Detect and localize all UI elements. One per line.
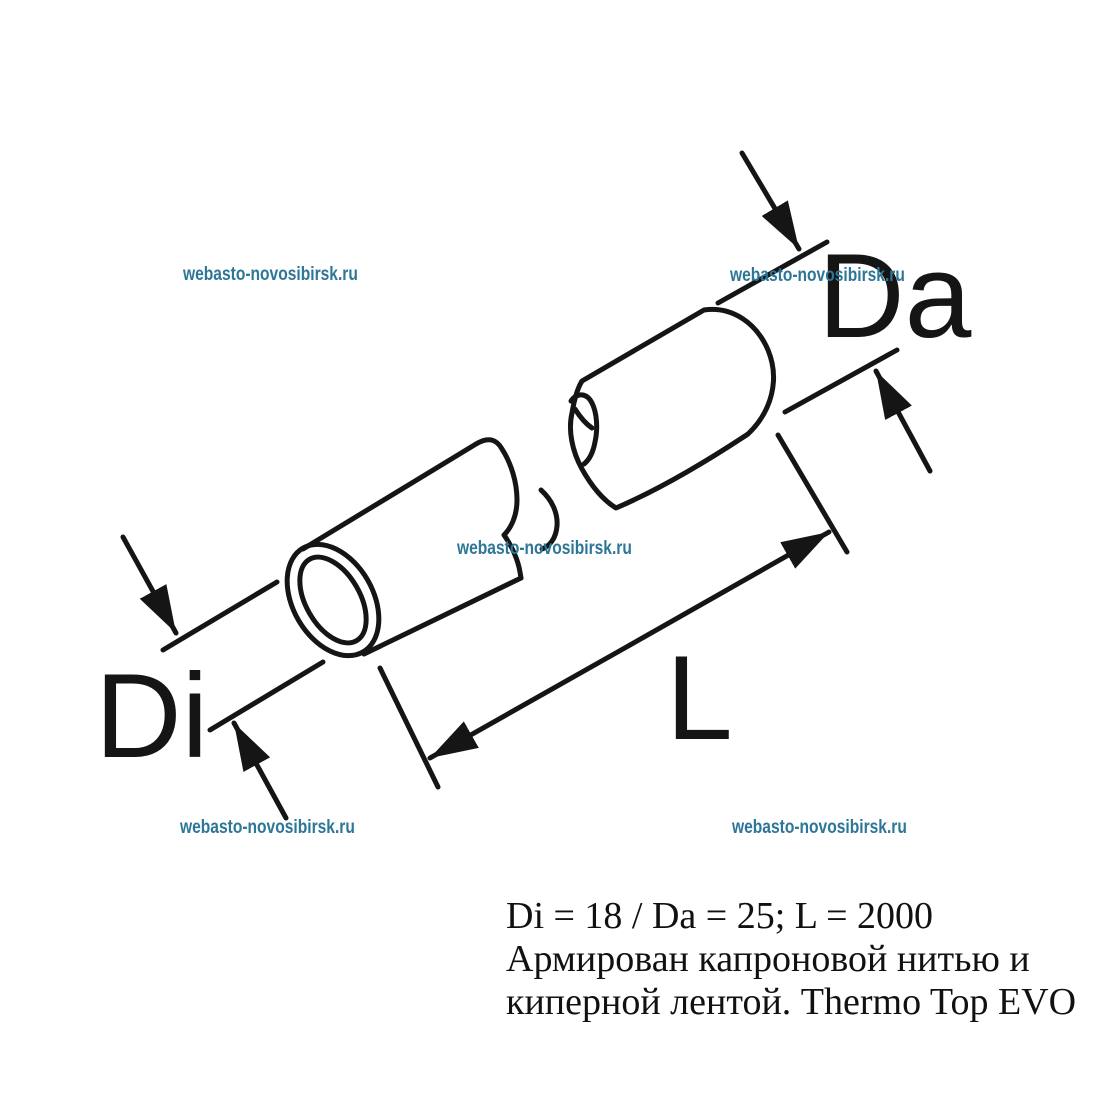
da-tick-lower [782,347,900,415]
hose-rear-section [567,306,777,511]
l-tick-left [377,665,441,790]
spec-line-dimensions: Di = 18 / Da = 25; L = 2000 [506,895,934,937]
di-arrow-upper [120,534,179,636]
spec-text-block: Di = 18 / Da = 25; L = 2000 Армирован ка… [506,895,1076,1024]
l-dim-line-left-half [427,642,633,761]
da-arrow-lower [873,368,933,474]
di-tick-lower [207,659,326,733]
hose-end-inner-ellipse [297,554,369,646]
spec-line-model: киперной лентой. Thermo Top EVO [506,981,1077,1023]
watermark-center: webasto-novosibirsk.ru [457,538,632,559]
watermark-bottom-right: webasto-novosibirsk.ru [732,817,907,838]
da-tick-upper [715,239,830,306]
hose-front-bottom-edge [361,575,524,657]
di-tick-upper [160,579,280,653]
l-dim-line-right-half [627,529,832,648]
dimension-outer-diameter [715,150,933,474]
dimension-inner-diameter [120,534,326,821]
watermark-top-left: webasto-novosibirsk.ru [183,264,358,285]
hose-rear-curl-inner-hook [572,406,595,431]
watermark-bottom-left: webasto-novosibirsk.ru [180,817,355,838]
label-length: L [666,631,733,765]
hose-end-outer-ellipse [284,541,382,659]
hose-break-flap [538,487,560,552]
watermark-top-right: webasto-novosibirsk.ru [730,265,905,286]
di-arrow-lower [231,720,289,821]
dimension-length [377,432,850,790]
spec-line-reinforcement: Армирован капроновой нитью и [506,938,1030,980]
label-inner-diameter: Di [95,649,208,783]
hose-rear-outline [567,306,777,511]
da-arrow-upper [739,150,802,252]
label-outer-diameter: Da [818,229,972,363]
dimension-labels: Di Da L [95,229,972,783]
hose-front-section [284,437,560,659]
l-tick-right [775,432,850,555]
hose-rear-curl-loop [568,392,600,467]
hose-front-top-edge [300,437,524,581]
